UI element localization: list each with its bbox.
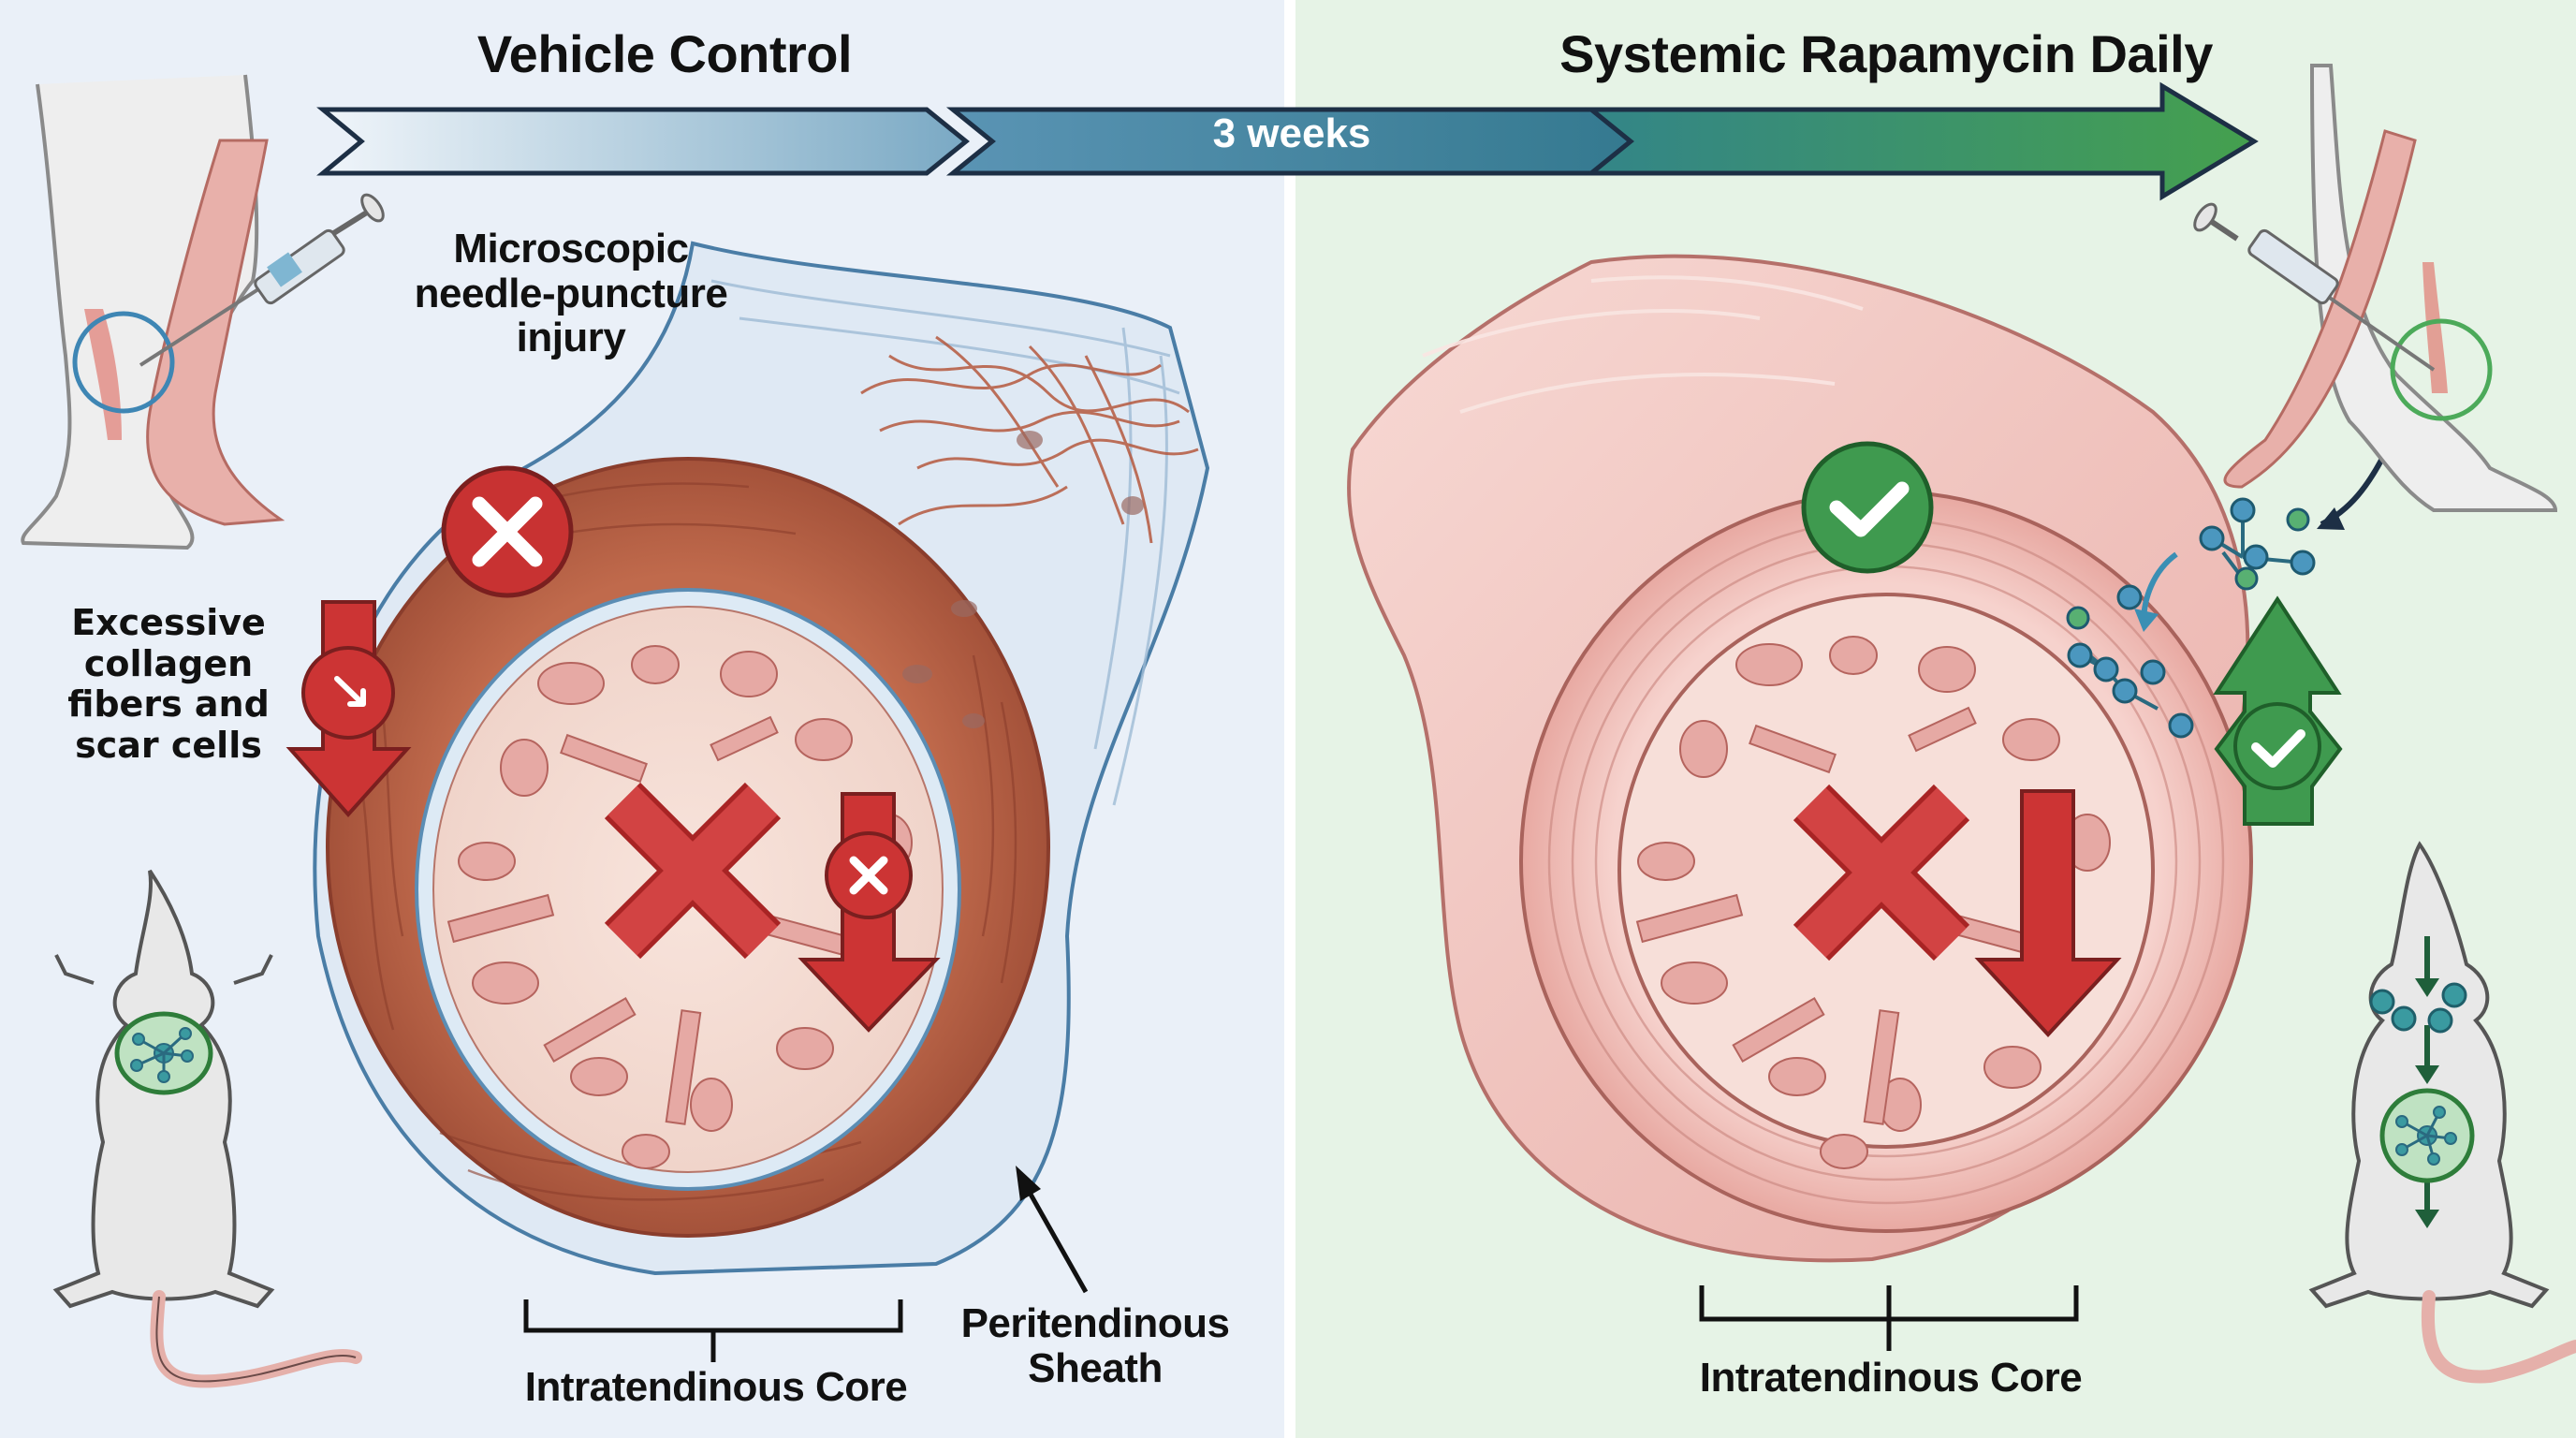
leg-syringe-icon [21, 74, 385, 550]
rapamycin-title: Systemic Rapamycin Daily [1559, 24, 2213, 83]
core-bracket [523, 1299, 903, 1362]
down-arrow-core-icon [1974, 789, 2122, 1037]
timeline-duration-label: 3 weeks [1212, 110, 1371, 156]
fragmented-collagen [446, 645, 913, 1169]
collagen-label: Excessive collagen fibers and scar cells [67, 602, 270, 767]
large-cross-icon [604, 782, 782, 960]
scar-fibers [860, 335, 1199, 544]
left-core-label: Intratendinous Core [524, 1364, 908, 1410]
scarred-tendon-cross-section [313, 241, 1210, 1276]
up-arrow-check-icon [2213, 595, 2343, 826]
fragmented-collagen [1635, 636, 2111, 1169]
healthy-tendon-cross-section [1347, 254, 2253, 1263]
sheath-label: Peritendinous Sheath [960, 1300, 1230, 1391]
mouse-oral-dose-icon [52, 869, 362, 1388]
leg-syringe-icon [2193, 64, 2558, 512]
large-cross-icon [1793, 784, 1970, 961]
timeline-chevron-start [316, 107, 970, 176]
check-badge-icon [1801, 441, 1934, 574]
mouse-systemic-dose-icon [2308, 841, 2576, 1384]
core-bracket [1699, 1285, 2079, 1351]
molecule-icon [2066, 448, 2390, 739]
down-arrow-collagen-icon [285, 600, 412, 818]
injury-label: Microscopic needle-puncture injury [414, 226, 728, 361]
cross-badge-icon [441, 465, 574, 598]
timeline-arrow [316, 81, 2259, 201]
vehicle-control-title: Vehicle Control [476, 24, 853, 83]
timeline-arrowhead-end [1584, 81, 2259, 201]
right-core-label: Intratendinous Core [1699, 1355, 2083, 1401]
down-arrow-core-icon [798, 792, 941, 1033]
sheath-pointer-arrow [1016, 1166, 1089, 1294]
